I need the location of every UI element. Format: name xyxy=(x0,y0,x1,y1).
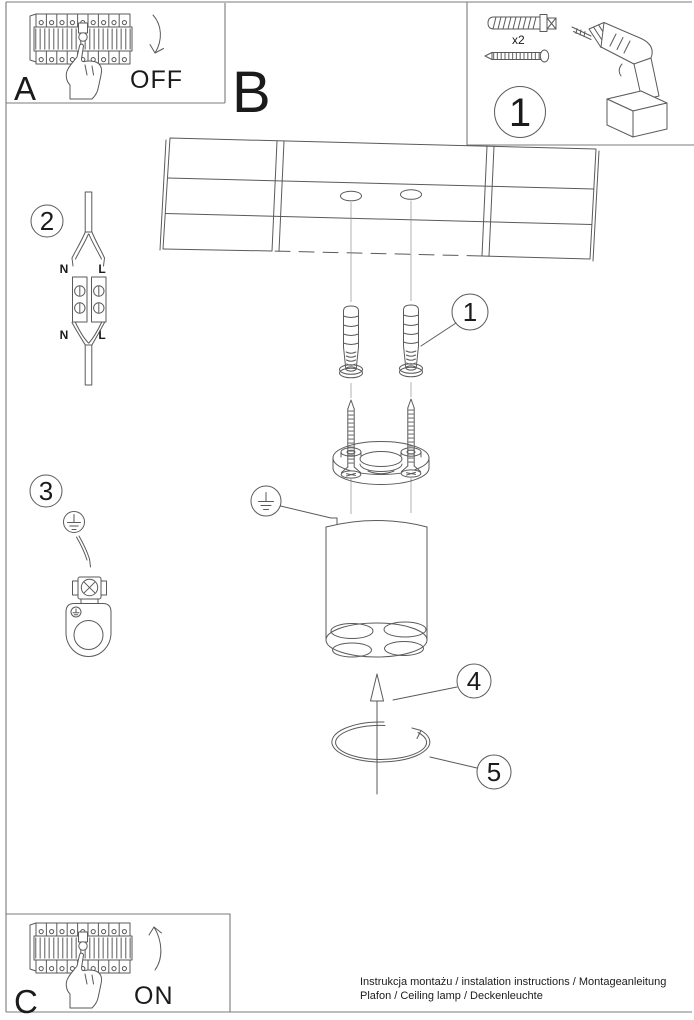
off-label: OFF xyxy=(130,66,183,94)
drill-illustration xyxy=(571,22,668,138)
led-aperture xyxy=(384,641,424,656)
grounding-illustration: 3 xyxy=(29,474,112,657)
mounting-ring xyxy=(332,441,430,485)
parts-box: x2 1 xyxy=(466,2,694,146)
ground-bracket xyxy=(65,603,112,657)
terminal-block xyxy=(72,276,107,323)
callout-2-number: 2 xyxy=(40,206,54,236)
callout-5-number: 5 xyxy=(487,757,501,787)
twist-arrow-icon xyxy=(331,721,431,763)
cable xyxy=(84,344,93,386)
step-c-label: C xyxy=(14,983,38,1020)
on-label: ON xyxy=(134,982,174,1010)
arrow-down-icon xyxy=(149,14,164,54)
led-aperture xyxy=(332,642,372,658)
callout-twist: 5 xyxy=(429,754,512,790)
step-c-box: C ON xyxy=(6,914,231,1020)
parts-box-number: 1 xyxy=(509,91,531,135)
callout-plugs: 1 xyxy=(420,293,489,347)
wiring-illustration: 2 N L N L xyxy=(30,191,107,386)
wire-label-l-bottom: L xyxy=(98,328,105,342)
ceiling-panel xyxy=(159,137,600,262)
callout-2-circle xyxy=(30,204,64,238)
wire-label-n-top: N xyxy=(60,262,69,276)
callout-1-number: 1 xyxy=(463,297,477,327)
callout-3-circle xyxy=(29,474,63,508)
ground-symbol-icon xyxy=(250,485,338,525)
step-a-box: A OFF xyxy=(6,3,226,107)
wire-label-l-top: L xyxy=(98,262,105,276)
callout-mount: 4 xyxy=(392,663,492,701)
page-border xyxy=(5,1,692,1013)
cable xyxy=(84,191,93,233)
arrow-up-icon xyxy=(148,926,162,971)
led-aperture xyxy=(383,621,427,638)
quantity-label: x2 xyxy=(512,33,525,47)
wall-plug-icon xyxy=(487,14,557,32)
mounting-hole xyxy=(400,189,422,200)
step-a-label: A xyxy=(14,70,36,107)
led-aperture xyxy=(330,623,374,639)
alignment-lines xyxy=(350,200,412,514)
callout-4-number: 4 xyxy=(467,666,481,696)
ground-symbol-icon xyxy=(63,511,85,533)
footer-line-2: Plafon / Ceiling lamp / Deckenleuchte xyxy=(360,990,543,1002)
step-b-label: B xyxy=(232,60,271,125)
footer-line-1: Instrukcja montażu / instalation instruc… xyxy=(360,976,666,988)
screw-icon xyxy=(484,49,550,63)
lamp-body xyxy=(325,520,428,658)
callout-3-number: 3 xyxy=(39,476,53,506)
insert-arrow-icon xyxy=(370,673,384,795)
part-number-circle xyxy=(494,86,546,138)
ground-terminal xyxy=(72,576,107,604)
mounting-hole xyxy=(340,190,362,202)
wire-label-n-bottom: N xyxy=(60,328,69,342)
